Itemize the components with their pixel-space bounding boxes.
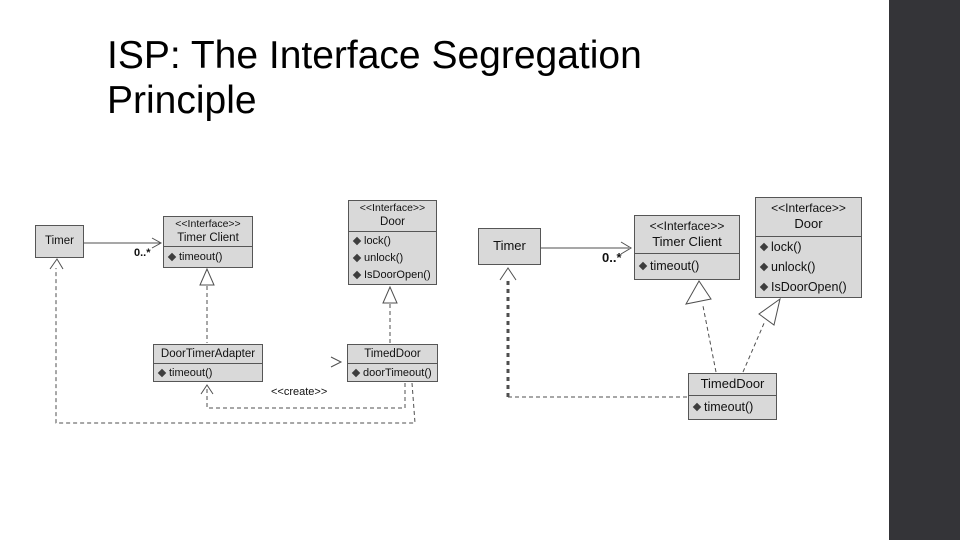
method-icon <box>167 252 177 261</box>
method-row: IsDoorOpen() <box>756 277 861 297</box>
slide-title-line-2: Principle <box>107 79 257 122</box>
realization-timeddoor-door-line-right <box>742 320 766 373</box>
method-label: IsDoorOpen() <box>771 280 847 294</box>
realization-triangle-door-left <box>382 285 398 304</box>
method-row: timeout() <box>635 253 739 278</box>
slide-title-line-1: ISP: The Interface Segregation <box>107 34 642 77</box>
create-stereotype-label: <<create>> <box>271 386 328 398</box>
method-label: timeout() <box>650 259 700 273</box>
method-row: lock() <box>756 236 861 257</box>
method-row: timeout() <box>164 246 252 266</box>
class-box-timed-door-left: TimedDoor doorTimeout() <box>347 344 438 382</box>
method-icon <box>157 368 167 377</box>
timer-dependency-path-left <box>55 268 416 424</box>
class-box-door-left: <<Interface>> Door lock() unlock() IsDoo… <box>348 200 437 285</box>
realization-triangle-timerclient-left <box>199 267 215 286</box>
timer-dependency-arrowhead-left <box>49 258 64 270</box>
class-name: Timer <box>45 235 74 248</box>
method-icon <box>692 402 702 412</box>
multiplicity-label-left: 0..* <box>134 247 151 259</box>
class-name: Timer Client <box>177 231 239 244</box>
method-label: timeout() <box>169 366 213 379</box>
slide-accent-bar <box>889 0 960 540</box>
class-box-door-right: <<Interface>> Door lock() unlock() IsDoo… <box>755 197 862 298</box>
realization-triangle-door-right <box>758 297 781 326</box>
method-label: IsDoorOpen() <box>364 268 431 281</box>
realization-timeddoor-timerclient-line-right <box>702 305 717 373</box>
method-label: lock() <box>771 240 802 254</box>
class-box-timer-right: Timer <box>478 228 541 265</box>
class-name: TimedDoor <box>364 347 421 360</box>
method-label: unlock() <box>771 260 816 274</box>
stereotype-label: <<Interface>> <box>649 218 725 233</box>
method-row: IsDoorOpen() <box>349 266 436 283</box>
timer-dependency-arrowhead-right <box>499 267 517 281</box>
method-row: lock() <box>349 231 436 249</box>
class-name: DoorTimerAdapter <box>160 347 256 360</box>
method-icon <box>351 368 361 377</box>
class-box-door-timer-adapter: DoorTimerAdapter timeout() <box>153 344 263 382</box>
class-box-timer-client-left: <<Interface>> Timer Client timeout() <box>163 216 253 268</box>
stereotype-label: <<Interface>> <box>359 202 426 215</box>
create-dependency-arrowhead <box>200 384 214 395</box>
method-icon <box>759 282 769 292</box>
delegate-arrowhead-timeddoor-left <box>330 356 343 368</box>
method-label: doorTimeout() <box>363 366 432 379</box>
method-icon <box>352 236 362 245</box>
class-name: Timer Client <box>652 233 722 249</box>
method-icon <box>759 262 769 272</box>
stereotype-label: <<Interface>> <box>175 217 241 230</box>
slide-title: ISP: The Interface Segregation Principle <box>107 33 642 123</box>
method-label: timeout() <box>704 400 754 414</box>
class-box-timed-door-right: TimedDoor timeout() <box>688 373 777 420</box>
method-row: timeout() <box>689 395 776 418</box>
class-box-timer-left: Timer <box>35 225 84 258</box>
stereotype-label: <<Interface>> <box>771 201 846 216</box>
method-icon <box>352 253 362 262</box>
class-name: Door <box>380 216 405 229</box>
method-label: lock() <box>364 234 391 247</box>
create-dependency-path <box>206 383 406 409</box>
assoc-arrowhead-left <box>151 237 163 249</box>
method-row: timeout() <box>154 363 262 381</box>
multiplicity-label-right: 0..* <box>602 250 622 265</box>
method-icon <box>759 242 769 252</box>
method-row: unlock() <box>756 257 861 277</box>
method-label: unlock() <box>364 251 404 264</box>
method-label: timeout() <box>179 250 223 263</box>
method-row: doorTimeout() <box>348 363 437 381</box>
assoc-arrowhead-right <box>620 241 632 255</box>
method-icon <box>638 261 648 271</box>
class-name: TimedDoor <box>700 376 765 392</box>
method-icon <box>352 270 362 279</box>
class-name: Timer <box>493 238 526 254</box>
method-row: unlock() <box>349 249 436 266</box>
realization-triangle-timerclient-right <box>685 280 712 305</box>
class-box-timer-client-right: <<Interface>> Timer Client timeout() <box>634 215 740 280</box>
class-name: Door <box>794 216 823 232</box>
